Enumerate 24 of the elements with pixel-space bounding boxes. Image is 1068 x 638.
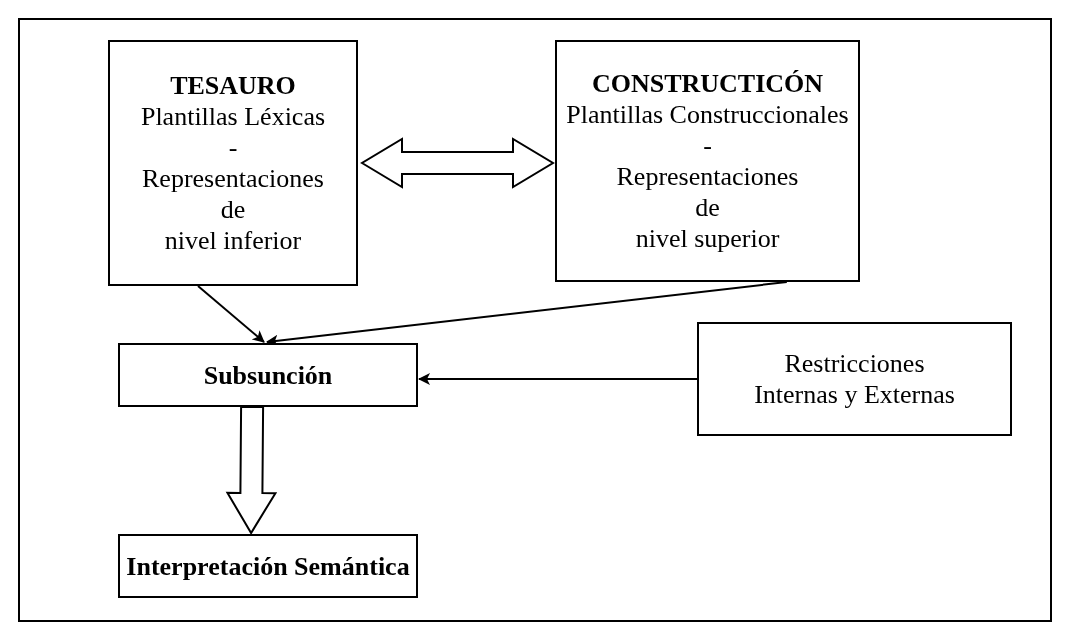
box-text: Interpretación Semántica: [126, 550, 410, 582]
box-text: de: [220, 194, 246, 225]
box-text: Representaciones: [616, 161, 799, 192]
box-heading: CONSTRUCTICÓN: [591, 68, 824, 99]
hollow-arrow: [225, 405, 278, 535]
box-text: Representaciones: [142, 163, 324, 194]
arrow: [418, 373, 698, 385]
box-text: Subsunción: [203, 359, 333, 391]
box-text: Restricciones Internas y Externas: [753, 348, 956, 410]
box-text: Plantillas Construccionales: [566, 99, 849, 130]
process-box: [118, 534, 418, 598]
box-heading: TESAURO: [170, 70, 296, 101]
box-text: de: [695, 192, 720, 223]
box-text: -: [703, 130, 712, 161]
process-box: [697, 322, 1012, 436]
box-text: nivel inferior: [164, 225, 302, 256]
box-text: Plantillas Léxicas: [140, 101, 326, 132]
box-text: nivel superior: [635, 223, 780, 254]
process-box: [555, 40, 860, 282]
hollow-arrow: [360, 137, 555, 189]
process-box: [108, 40, 358, 286]
box-text: -: [228, 132, 238, 163]
arrow: [197, 285, 265, 343]
process-box: [118, 343, 418, 407]
